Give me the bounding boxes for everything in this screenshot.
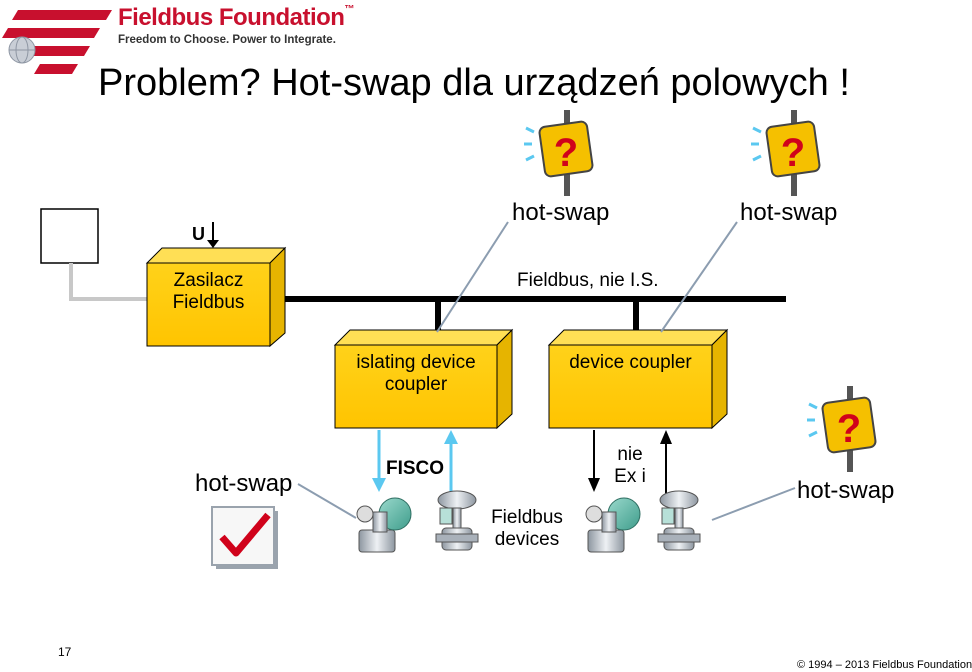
sign-board xyxy=(538,120,594,178)
checkmark-icon xyxy=(211,506,278,569)
isolating-coupler-box xyxy=(334,344,498,429)
fieldbus-devices-label: Fieldbus devices xyxy=(482,507,572,551)
valve-stem xyxy=(674,507,684,529)
question-mark-text: ? xyxy=(837,407,861,451)
trademark-symbol: ™ xyxy=(344,4,354,15)
sign-board xyxy=(821,396,877,454)
hotswap-label-left: hot-swap xyxy=(195,470,293,497)
question-sign-3: ? xyxy=(807,386,877,472)
logo-red-stripe-3 xyxy=(24,46,90,56)
hotswap-label-right: hot-swap xyxy=(797,477,895,504)
brand-name: Fieldbus Foundation™ xyxy=(118,4,354,32)
fieldbus-devices-label-line2: devices xyxy=(494,529,560,550)
isolating-coupler-top xyxy=(333,329,514,346)
not-exi-label: nie Ex i xyxy=(600,444,660,488)
fisco-label: FISCO xyxy=(386,458,445,479)
power-supply-box xyxy=(146,262,271,347)
logo-red-stripe-4 xyxy=(34,64,78,74)
hotswap-label-top2: hot-swap xyxy=(740,199,838,226)
transmitter-dial xyxy=(585,505,603,523)
callout-line-top2 xyxy=(660,221,738,333)
sign-board xyxy=(765,120,821,178)
question-sign-2: ? xyxy=(751,110,821,196)
power-supply-top xyxy=(145,247,287,264)
valve-icon-1 xyxy=(435,490,479,551)
brand-tagline: Freedom to Choose. Power to Integrate. xyxy=(118,34,336,46)
transmitter-neck xyxy=(372,511,388,533)
question-mark-text: ? xyxy=(554,131,578,175)
nonexi-arrow-up-head xyxy=(660,430,672,444)
transmitter-sensor xyxy=(587,529,625,553)
drop-to-device-coupler xyxy=(633,302,639,345)
nonexi-arrow-down-head xyxy=(588,478,600,492)
transmitter-neck xyxy=(601,511,617,533)
fieldbus-foundation-logo xyxy=(2,10,112,74)
isolating-coupler-label-line2: coupler xyxy=(384,374,448,395)
power-supply-label-line2: Fieldbus xyxy=(172,292,245,313)
isolating-coupler-side xyxy=(496,328,513,430)
fisco-arrow-down-head xyxy=(372,478,386,492)
valve-flange xyxy=(657,533,701,543)
valve-actuator xyxy=(659,490,699,510)
voltage-arrowhead xyxy=(207,240,219,248)
slide-title: Problem? Hot-swap dla urządzeń polowych … xyxy=(98,62,850,104)
transmitter-dial xyxy=(356,505,374,523)
not-exi-label-line1: nie xyxy=(617,444,643,465)
hotswap-label-top1: hot-swap xyxy=(512,199,610,226)
sign-motion-marks xyxy=(524,126,535,162)
question-mark-text: ? xyxy=(781,131,805,175)
fieldbus-trunk xyxy=(285,296,786,302)
source-wire xyxy=(69,263,147,301)
transmitter-icon-2 xyxy=(585,497,641,553)
valve-positioner xyxy=(661,507,675,525)
valve-icon-2 xyxy=(657,490,701,551)
voltage-label: U xyxy=(192,224,205,244)
device-coupler-top xyxy=(547,329,729,346)
transmitter-sensor xyxy=(358,529,396,553)
power-supply-label-line1: Zasilacz xyxy=(173,270,244,291)
isolating-coupler-label: islating device coupler xyxy=(335,352,497,396)
brand-name-text: Fieldbus Foundation xyxy=(118,4,345,31)
fisco-arrow-up-head xyxy=(444,430,458,444)
valve-positioner xyxy=(439,507,453,525)
device-coupler-side xyxy=(711,328,728,430)
callout-line-right xyxy=(711,487,796,521)
power-supply-label: Zasilacz Fieldbus xyxy=(147,270,270,314)
drop-to-isolating-coupler xyxy=(435,302,441,345)
question-sign-1: ? xyxy=(524,110,594,196)
not-exi-label-line2: Ex i xyxy=(614,466,646,487)
red-check xyxy=(219,512,271,557)
copyright-text: © 1994 – 2013 Fieldbus Foundation xyxy=(797,659,972,671)
device-coupler-box xyxy=(548,344,713,429)
callout-line-top1 xyxy=(436,221,509,333)
valve-flange xyxy=(435,533,479,543)
logo-red-stripe-2 xyxy=(2,28,100,38)
device-coupler-label: device coupler xyxy=(569,352,692,373)
valve-stem xyxy=(452,507,462,529)
valve-actuator xyxy=(437,490,477,510)
ac-source-box xyxy=(40,208,99,264)
transmitter-icon-1 xyxy=(356,497,412,553)
callout-line-left xyxy=(297,483,357,519)
logo-red-stripe-1 xyxy=(12,10,112,20)
isolating-coupler-label-line1: islating device xyxy=(356,352,476,373)
sign-motion-marks xyxy=(807,402,818,438)
fieldbus-devices-label-line1: Fieldbus xyxy=(491,507,563,528)
power-supply-side xyxy=(269,246,286,348)
sign-motion-marks xyxy=(751,126,762,162)
fieldbus-not-is-label: Fieldbus, nie I.S. xyxy=(517,270,659,291)
slide-number: 17 xyxy=(58,645,72,659)
